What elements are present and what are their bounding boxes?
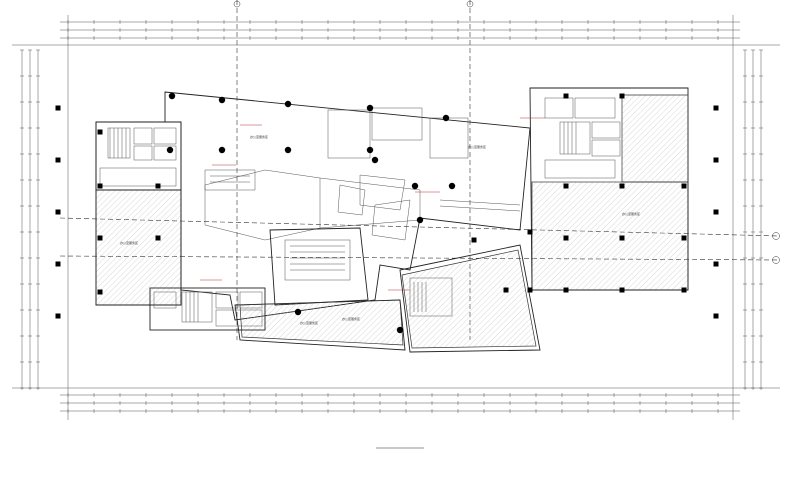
left-office-block [95,121,182,306]
square-column [55,261,61,267]
square-column [503,287,509,293]
square-column [55,157,61,163]
dimension-frame [12,15,780,420]
square-column [681,183,687,189]
square-column [681,235,687,241]
square-column [619,235,625,241]
round-column [366,104,374,112]
square-column [713,157,719,163]
square-column [97,289,103,295]
square-column [619,287,625,293]
square-column [527,229,533,235]
square-column [619,93,625,99]
room-label-lower-b: 办公室服务区 [342,316,360,321]
round-column [166,146,174,154]
dimension-ticks [20,20,763,413]
square-column [713,209,719,215]
central-core [164,91,531,321]
square-column [713,313,719,319]
room-label-lower-a: 办公室服务区 [300,320,318,325]
room-labels: 办公室服务区 办公室服务区 办公室服务区 办公室服务区 办公室服务区 办公室服务… [120,134,640,325]
round-column [396,326,404,334]
round-column [218,146,226,154]
square-column [619,183,625,189]
lower-left-service [149,287,266,331]
lower-right-office [399,244,541,353]
square-column [713,261,719,267]
square-column [55,209,61,215]
lower-center-zone [234,227,406,351]
square-column [97,235,103,241]
room-label-upper: 办公室服务区 [250,134,268,139]
square-column [97,183,103,189]
right-office-block [529,87,689,291]
room-label-right: 办公室服务区 [622,211,640,216]
room-label-left: 办公室服务区 [120,240,138,245]
square-column [155,183,161,189]
square-column [55,313,61,319]
square-column [55,105,61,111]
square-column [527,287,533,293]
square-column [563,235,569,241]
room-label-upper-right: 办公室服务区 [468,144,486,149]
round-column [366,146,374,154]
square-column [563,287,569,293]
square-column [713,105,719,111]
round-column [284,146,292,154]
round-column [416,216,424,224]
square-column [563,183,569,189]
square-column [681,287,687,293]
square-column [97,129,103,135]
square-column [155,235,161,241]
round-column [371,156,379,164]
round-column [411,182,419,190]
square-column [471,237,477,243]
round-column [284,100,292,108]
annotation-marks [200,117,545,291]
round-column [294,308,302,316]
round-column [448,182,456,190]
square-column [563,93,569,99]
round-column [218,96,226,104]
round-column [168,92,176,100]
structural-columns [55,92,719,334]
round-column [442,114,450,122]
